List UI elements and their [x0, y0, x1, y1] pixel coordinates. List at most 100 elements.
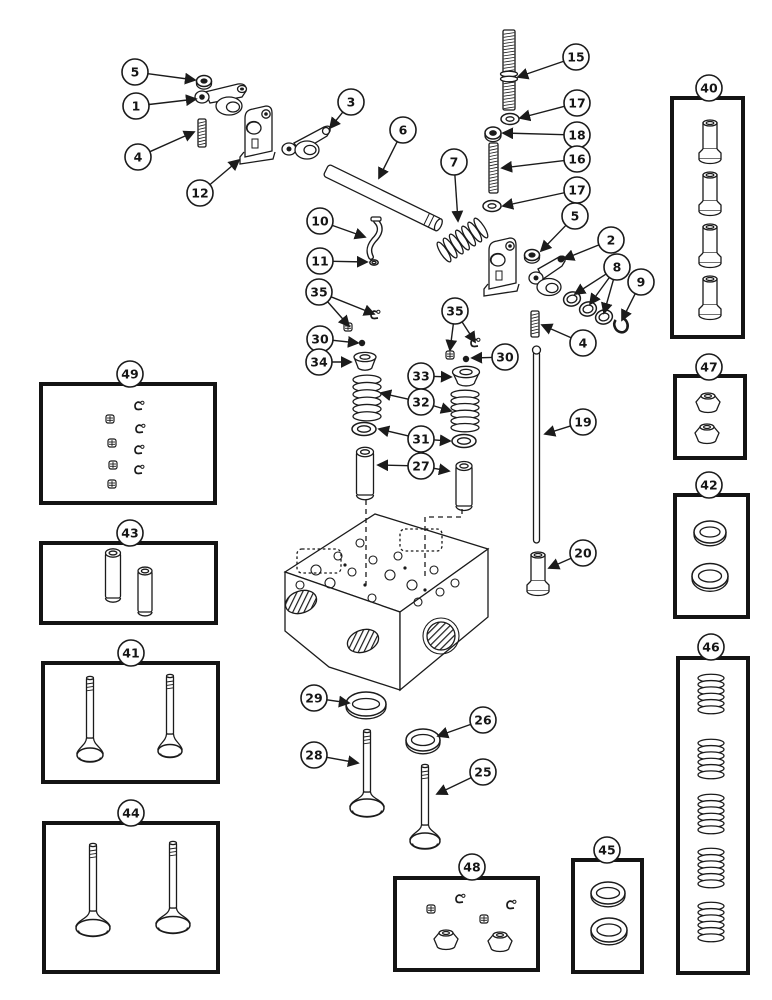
part-thrust-washers-8 [562, 291, 614, 325]
callout-15: 15 [516, 43, 590, 80]
part-retainer-33 [451, 365, 481, 387]
part-bracket-center [483, 237, 520, 297]
callout-number: 10 [311, 214, 329, 229]
parts-group-box-48: 48 [393, 853, 540, 972]
leader-line [436, 723, 471, 739]
leader-line [379, 389, 409, 402]
leader-line [433, 463, 451, 476]
box-48-contents [426, 893, 517, 953]
callout-17: 17 [501, 176, 591, 210]
callout-4: 4 [124, 130, 196, 171]
part-oil-tube-10 [366, 216, 383, 260]
callout-29: 29 [300, 684, 351, 712]
part-spring-seat-31a [351, 421, 377, 437]
callout-17: 17 [518, 89, 591, 122]
callout-20: 20 [547, 539, 597, 570]
callout-circle [469, 758, 497, 786]
callout-circle [491, 343, 519, 371]
callout-circle [603, 253, 631, 281]
callout-number: 20 [574, 546, 592, 561]
part-stud-15 [499, 29, 519, 111]
leader-line [451, 174, 464, 223]
callout-number: 17 [568, 96, 585, 111]
parts-group-box-45: 45 [571, 836, 644, 974]
part-push-rod-19 [531, 345, 542, 544]
callout-6: 6 [378, 116, 417, 180]
callout-balloons: 5141236710111517181617528941920353034353… [121, 43, 655, 796]
box-label-number: 48 [463, 860, 480, 875]
callout-number: 4 [579, 336, 588, 351]
callout-16: 16 [500, 145, 591, 173]
callout-circle [440, 148, 468, 176]
parts-group-box-42: 42 [673, 471, 750, 619]
leader-line [332, 255, 369, 268]
part-clip-35a [370, 309, 381, 320]
callout-circle [469, 706, 497, 734]
part-snap-ring-9 [613, 316, 629, 334]
leader-line [543, 425, 571, 437]
callout-number: 5 [131, 65, 140, 80]
box-label-circle [695, 471, 723, 499]
callout-circle [337, 88, 365, 116]
callout-number: 30 [496, 350, 514, 365]
leader-line [378, 141, 398, 180]
callout-circle [300, 684, 328, 712]
part-bracket-12 [239, 105, 276, 165]
part-valve-25 [409, 763, 441, 850]
part-valve-spring-32b [450, 389, 480, 433]
callout-12: 12 [186, 158, 241, 207]
callout-circle [124, 143, 152, 171]
box-label-number: 47 [700, 360, 717, 375]
part-valve-28 [349, 728, 385, 818]
leader-line [445, 323, 458, 352]
part-stud-4a [197, 118, 207, 148]
leader-line [516, 60, 564, 80]
callout-circle [389, 116, 417, 144]
callout-number: 26 [474, 713, 492, 728]
callout-9: 9 [621, 268, 655, 322]
parts-group-box-43: 43 [39, 519, 218, 625]
box-label-number: 42 [700, 478, 717, 493]
callout-10: 10 [306, 207, 367, 240]
callout-number: 4 [134, 150, 143, 165]
callout-circle [306, 207, 334, 235]
callout-number: 9 [637, 275, 646, 290]
parts-group-box-47: 47 [673, 353, 747, 460]
part-retainer-34 [353, 351, 377, 371]
box-49-contents [105, 400, 146, 489]
part-clip-35b [470, 337, 481, 348]
callout-35: 35 [305, 278, 376, 328]
callout-circle [562, 43, 590, 71]
callout-34: 34 [305, 348, 353, 376]
box-label-number: 46 [702, 640, 720, 655]
box-label-number: 43 [121, 526, 138, 541]
leader-line [330, 296, 376, 316]
callout-number: 30 [311, 332, 329, 347]
parts-group-box-41: 41 [41, 639, 220, 784]
callout-number: 1 [132, 99, 141, 114]
part-shaft-spring-7 [436, 217, 489, 263]
part-seal-30a [358, 339, 366, 347]
leader-line [562, 244, 600, 261]
callout-circle [186, 179, 214, 207]
callout-circle [407, 388, 435, 416]
callout-30: 30 [306, 325, 360, 353]
leader-line [433, 434, 452, 447]
leader-line [621, 293, 636, 322]
parts-group-box-46: 46 [676, 633, 750, 975]
box-44-contents [75, 840, 191, 938]
leader-line [501, 127, 565, 140]
callout-number: 7 [450, 155, 459, 170]
part-spring-seat-31b [451, 433, 477, 449]
callout-1: 1 [122, 92, 198, 120]
box-label-number: 45 [598, 843, 615, 858]
callout-circle [561, 202, 589, 230]
part-nut-5a [195, 74, 213, 90]
callout-number: 5 [571, 209, 580, 224]
callout-circle [306, 247, 334, 275]
box-label-circle [116, 360, 144, 388]
callout-circle [569, 408, 597, 436]
box-label-circle [117, 639, 145, 667]
leader-line [518, 105, 565, 122]
